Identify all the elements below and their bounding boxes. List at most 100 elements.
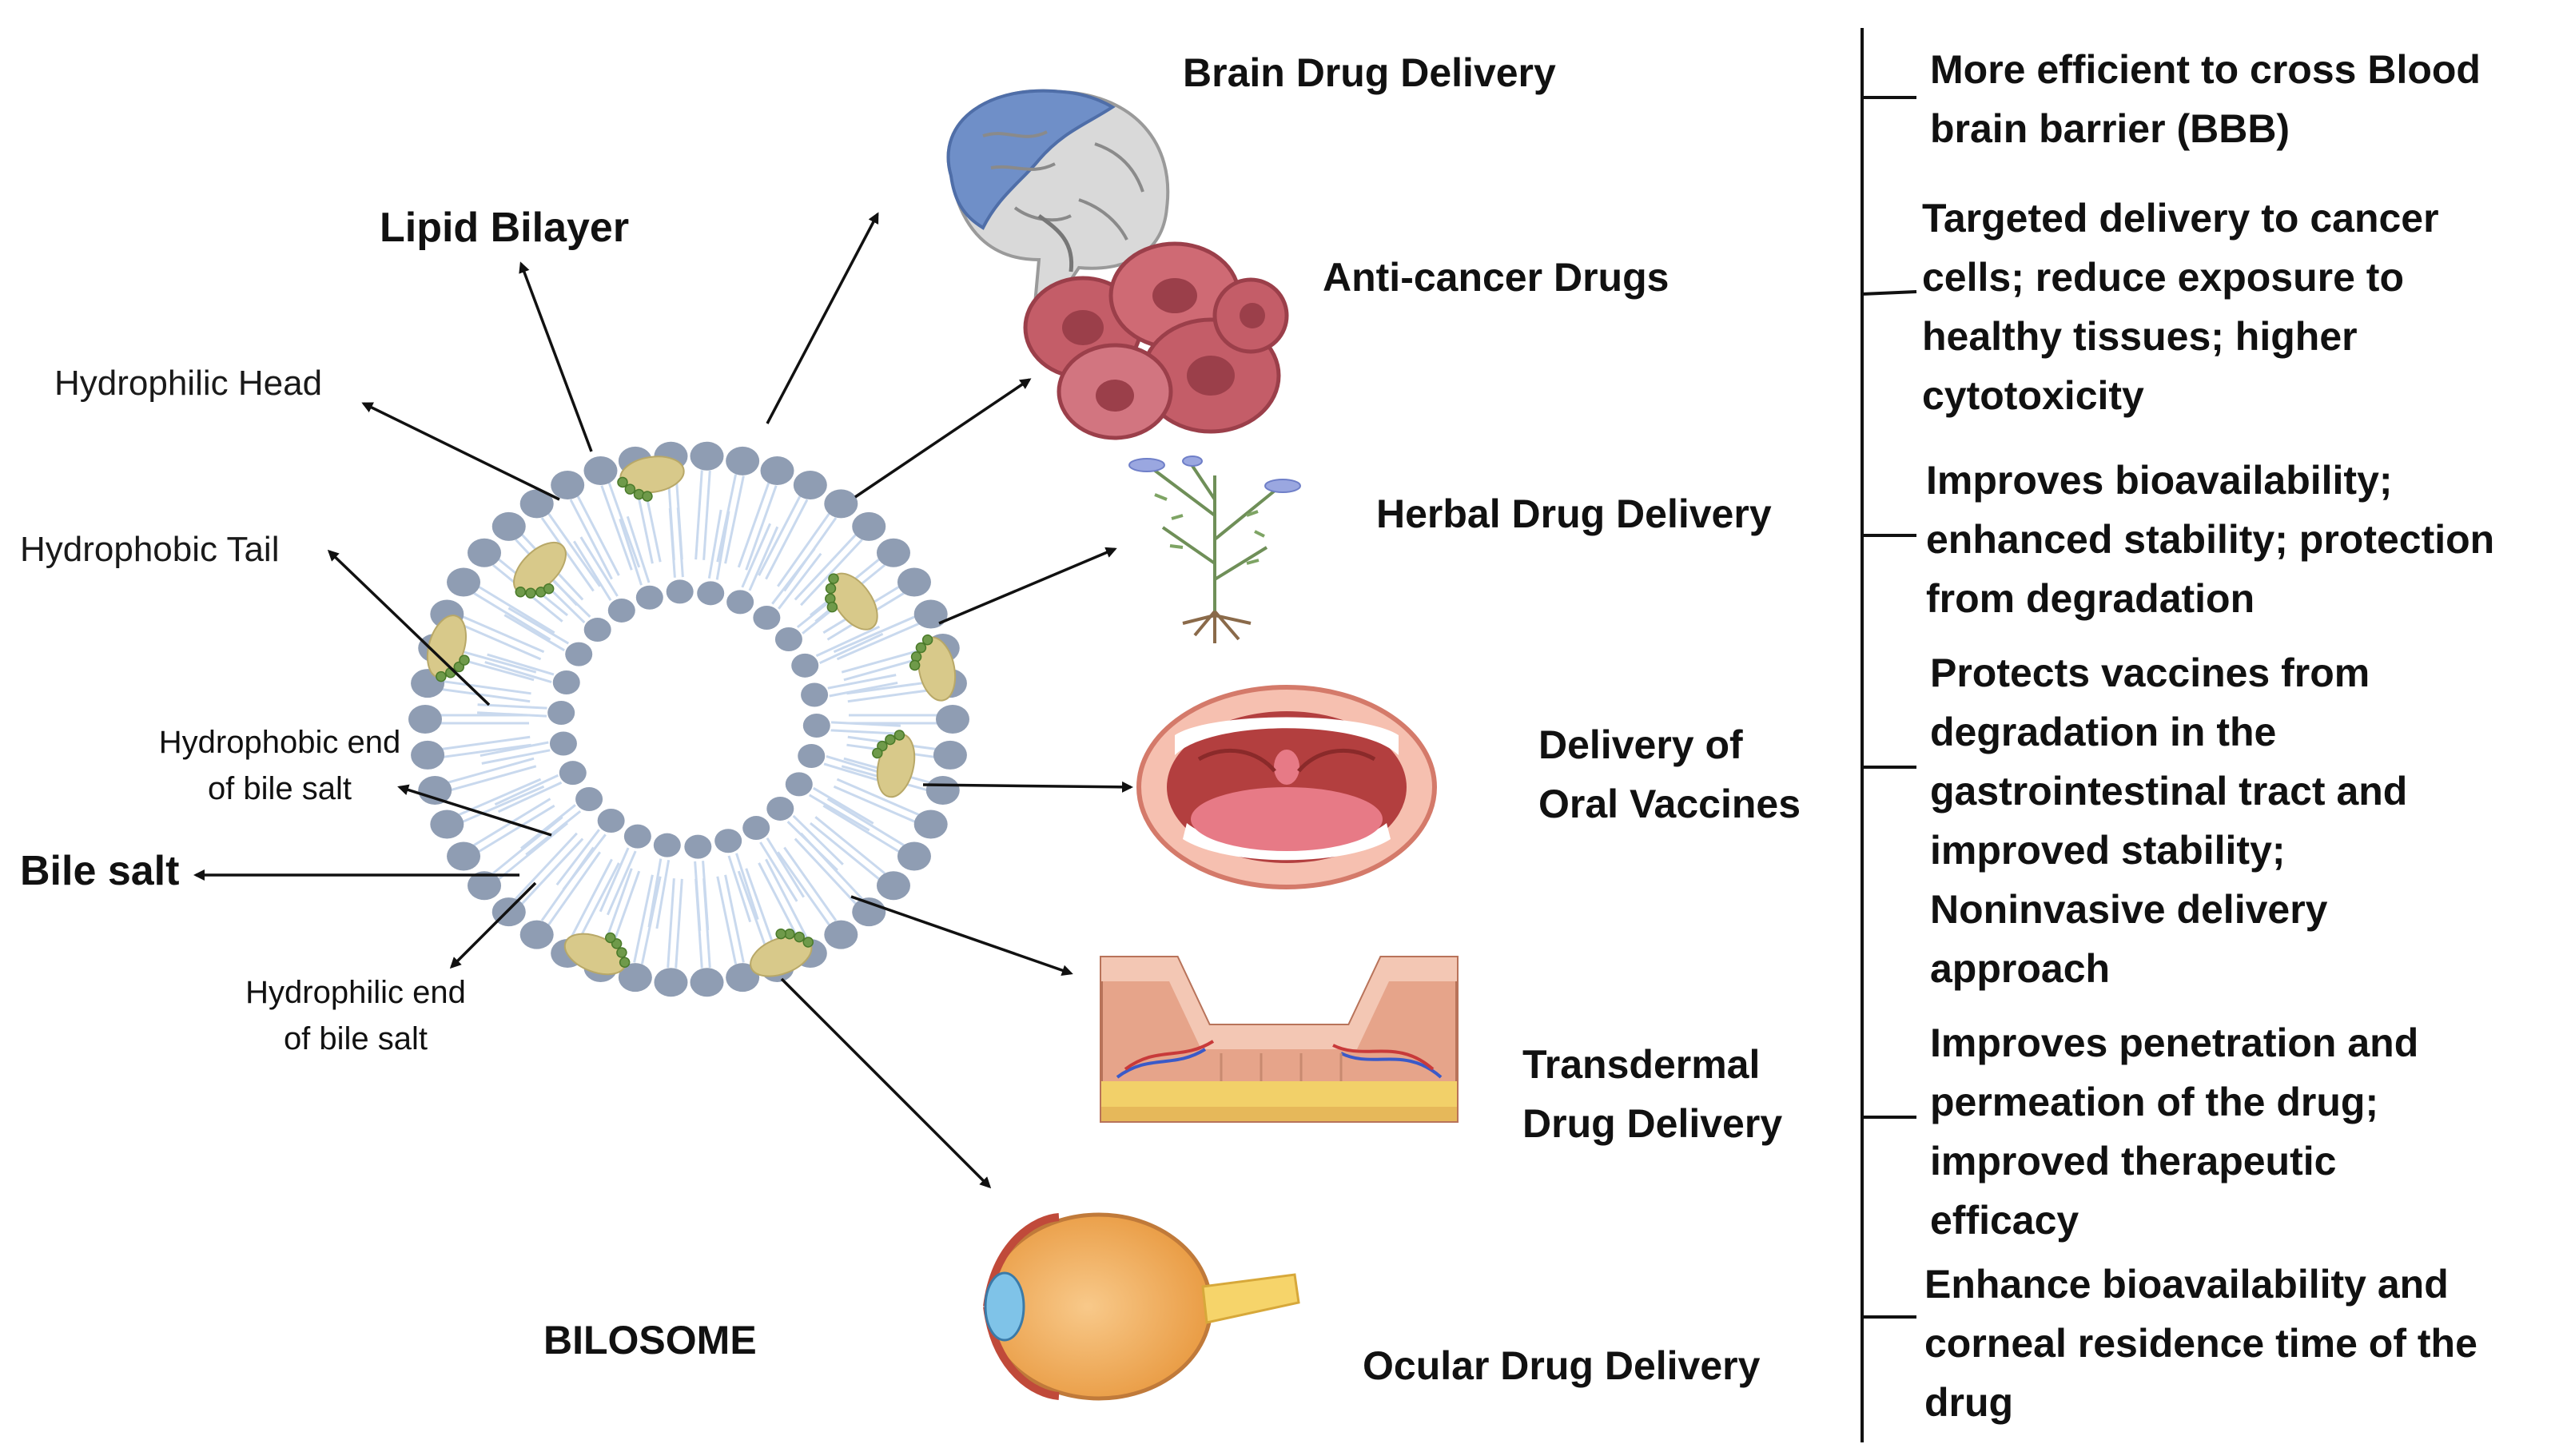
- lipid-tail: [830, 721, 901, 727]
- lipid-head: [897, 841, 931, 871]
- lipid-tail: [480, 741, 549, 758]
- lipid-tail: [759, 841, 798, 902]
- label-lipid-bilayer: Lipid Bilayer: [380, 205, 630, 251]
- lipid-tail: [786, 821, 838, 872]
- benefit-oral: Protects vaccines from degradation in th…: [1930, 650, 2408, 991]
- arrow-hydrophobic-end: [397, 784, 552, 837]
- lipid-head: [519, 920, 554, 949]
- lipid-head: [690, 441, 724, 471]
- lipid-tail: [794, 533, 858, 601]
- lipid-tail: [491, 816, 563, 875]
- arrow-hydrophilic-end: [449, 881, 537, 969]
- lipid-tail: [814, 816, 886, 875]
- lipid-head: [430, 810, 464, 839]
- bile-salt-molecule: [909, 634, 957, 702]
- lipid-tail: [829, 681, 898, 698]
- lipid-tail: [826, 798, 905, 847]
- lipid-head: [802, 713, 830, 738]
- lipid-head: [597, 808, 625, 833]
- lipid-head: [559, 761, 587, 786]
- lipid-tail: [600, 485, 633, 571]
- lipid-head: [549, 731, 577, 756]
- lipid-tail: [724, 874, 745, 963]
- benefit-transdermal: Improves penetration and permeation of t…: [1930, 1020, 2419, 1243]
- lipid-tail: [694, 470, 703, 560]
- skin-layers-icon: [1100, 956, 1459, 1123]
- lipid-tail: [748, 526, 779, 591]
- label-hydrophobic-tail: Hydrophobic Tail: [20, 530, 280, 569]
- diagram-title: BILOSOME: [543, 1318, 757, 1363]
- bile-salt-molecule: [426, 615, 470, 682]
- lipid-tail: [794, 837, 858, 905]
- bilosome-vesicle: [408, 441, 969, 997]
- lipid-tail: [473, 591, 551, 641]
- lipid-head: [635, 585, 663, 610]
- lipid-tail: [758, 495, 802, 576]
- lipid-head: [726, 590, 754, 615]
- herb-plant-icon: [1128, 455, 1301, 643]
- lipid-head: [565, 642, 593, 666]
- lipid-tail: [737, 482, 770, 568]
- lipid-head: [925, 776, 960, 806]
- label-hydrophobic-end: Hydrophobic end of bile salt: [158, 725, 401, 806]
- lipid-tail: [441, 735, 531, 751]
- lipid-tail: [525, 810, 582, 856]
- lipid-tail: [447, 757, 535, 784]
- lipid-tail: [707, 509, 722, 579]
- lipid-tail: [822, 804, 901, 853]
- lipid-head: [801, 682, 829, 707]
- eye-icon: [983, 1212, 1300, 1401]
- lipid-head: [798, 744, 826, 769]
- lipid-tail: [547, 512, 601, 587]
- lipid-head: [714, 829, 742, 853]
- lipid-head: [766, 796, 794, 821]
- lipid-head: [876, 871, 910, 901]
- lipid-tail: [461, 785, 545, 824]
- app-label-oral: Delivery of Oral Vaccines: [1538, 722, 1801, 826]
- lipid-tail: [813, 786, 874, 825]
- lipid-head: [623, 824, 651, 849]
- lipid-tail: [441, 687, 531, 703]
- lipid-tail: [735, 853, 759, 921]
- arrow-lipid-bilayer: [519, 261, 593, 452]
- lipid-head: [618, 963, 652, 993]
- lipid-head: [418, 776, 452, 806]
- lipid-tail: [579, 536, 619, 597]
- lipid-tail: [626, 515, 651, 583]
- lipid-tail: [477, 804, 555, 853]
- app-label-herbal: Herbal Drug Delivery: [1376, 491, 1772, 536]
- lipid-head: [551, 470, 585, 499]
- lipid-tail: [676, 507, 684, 578]
- bile-salt-molecule: [872, 730, 916, 798]
- lipid-head: [897, 567, 931, 597]
- benefit-herbal: Improves bioavailability; enhanced stabi…: [1926, 458, 2495, 621]
- lipid-tail: [599, 847, 630, 913]
- lipid-head: [684, 834, 712, 859]
- lipid-tail: [745, 485, 778, 571]
- lipid-head: [791, 653, 819, 678]
- lipid-head: [468, 871, 502, 901]
- arrow-oral: [922, 781, 1133, 793]
- lipid-tail: [737, 870, 770, 957]
- lipid-tail: [702, 470, 711, 560]
- lipid-tail: [442, 680, 531, 695]
- lipid-head: [447, 841, 481, 871]
- lipid-tail: [655, 860, 671, 929]
- bile-salt-molecule: [563, 932, 631, 976]
- lipid-tail: [810, 821, 881, 881]
- lipid-tail: [647, 858, 663, 928]
- label-bile-salt: Bile salt: [20, 848, 180, 894]
- lipid-head: [666, 579, 694, 604]
- lipid-tail: [808, 794, 870, 832]
- lipid-tail: [815, 625, 881, 658]
- lipid-head: [774, 627, 802, 652]
- arrow-cancer: [854, 378, 1032, 499]
- lipid-tail: [833, 615, 917, 654]
- structure-arrows: [193, 261, 593, 969]
- lipid-tail: [484, 661, 552, 684]
- benefit-ocular: Enhance bioavailability and corneal resi…: [1924, 1262, 2477, 1425]
- lipid-head: [607, 598, 635, 623]
- lipid-tail: [783, 846, 838, 921]
- label-hydrophilic-end: Hydrophilic end of bile salt: [245, 975, 466, 1056]
- lipid-tail: [497, 781, 563, 814]
